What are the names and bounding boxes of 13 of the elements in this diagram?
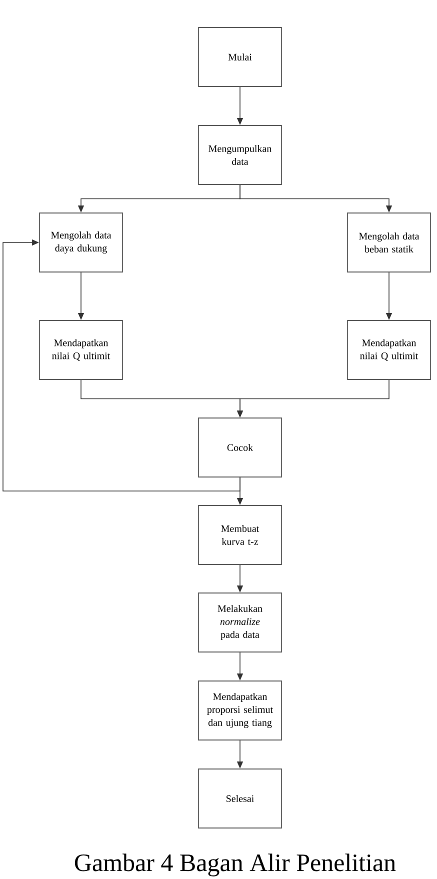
process-box: Mendapatkan nilai Q ultimit (347, 320, 431, 380)
process-box: Mengumpulkan data (198, 125, 282, 185)
process-box: Mendapatkan nilai Q ultimit (39, 320, 123, 380)
caption: Gambar 4 Bagan Alir Penelitian (74, 854, 396, 876)
process-box: Membuat kurva t-z (198, 505, 282, 565)
process-box: Mengolah data beban statik (347, 212, 431, 272)
process-box: Mulai (198, 27, 282, 87)
process-box: Cocok (198, 418, 282, 478)
process-box: Mengolah data daya dukung (39, 212, 123, 272)
process-box: Melakukan normalize pada data (198, 592, 282, 652)
process-box: Selesai (198, 768, 282, 828)
feedback-arrow (2, 239, 240, 492)
process-box: Mendapatkan proporsi selimut dan ujung tiang (198, 680, 282, 740)
